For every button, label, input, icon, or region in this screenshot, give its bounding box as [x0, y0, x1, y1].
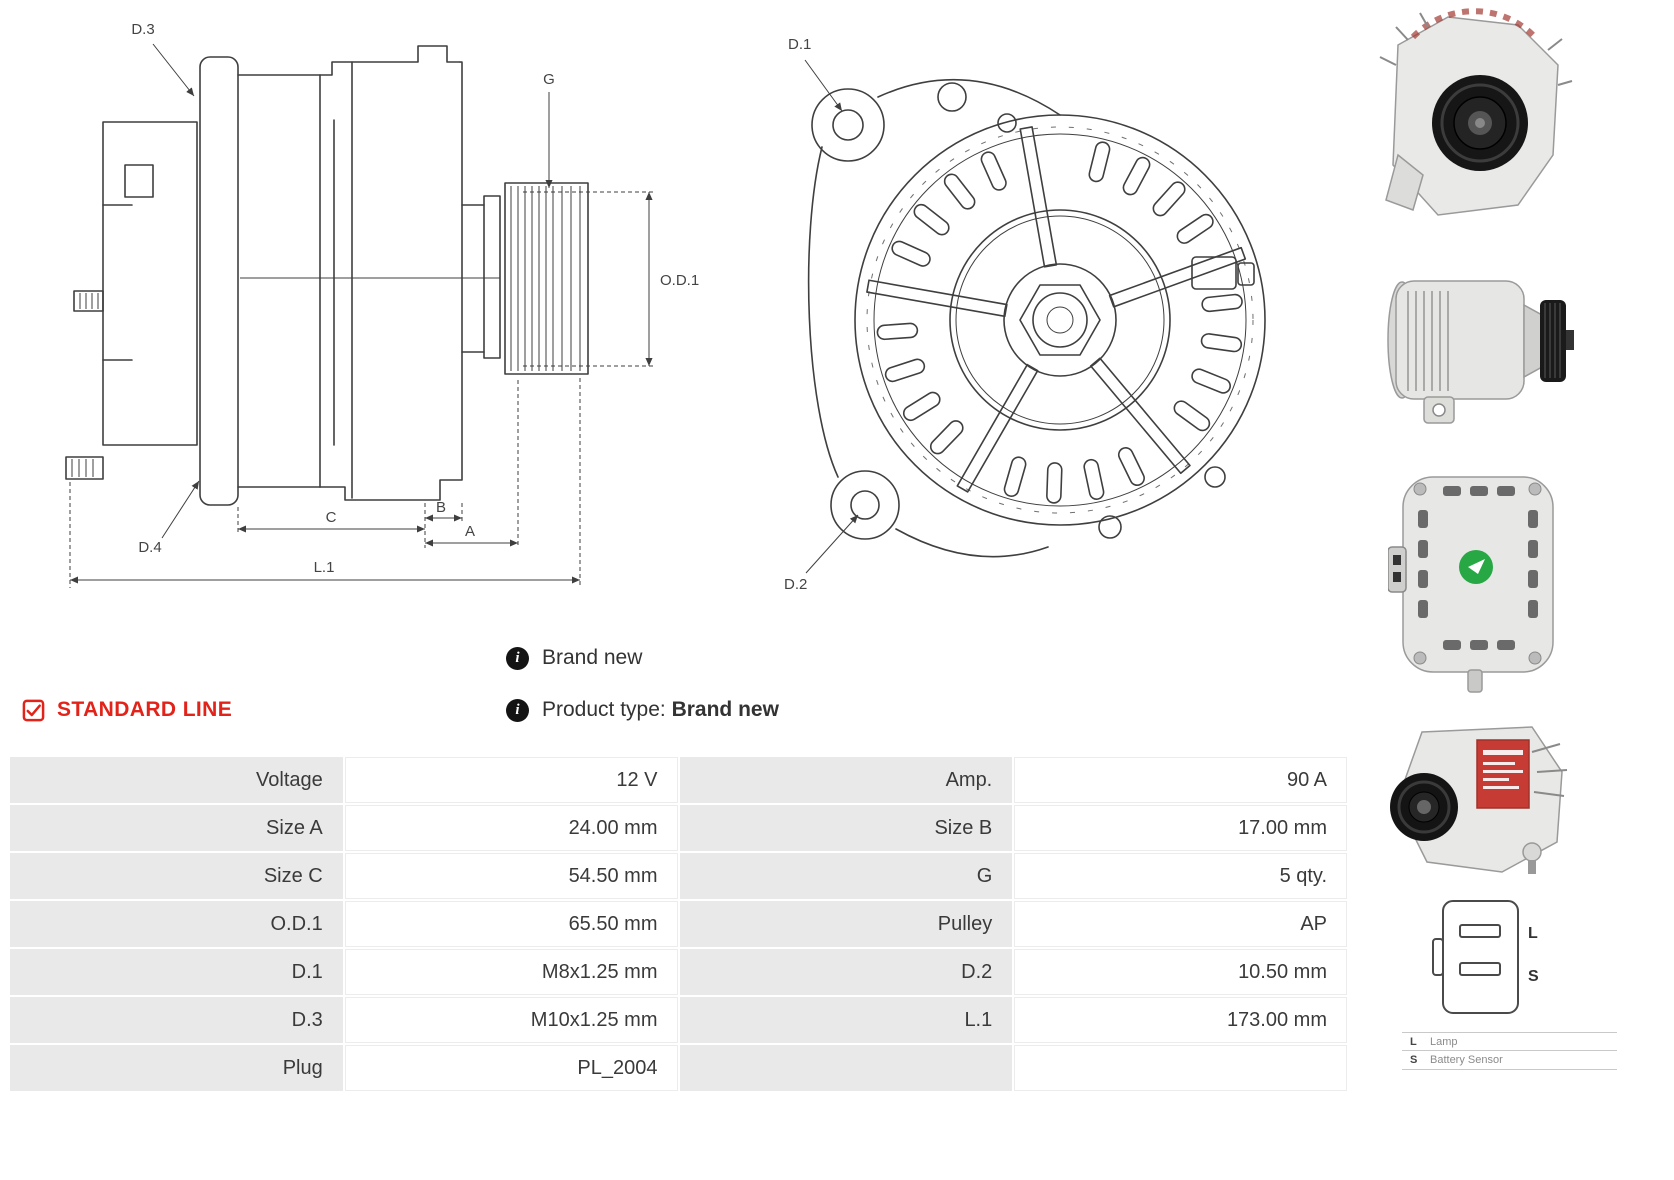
spec-value: 17.00 mm: [1014, 805, 1347, 851]
info-icon: i: [506, 646, 529, 670]
spec-value: 90 A: [1014, 757, 1347, 803]
product-photo-front-angle: [1379, 8, 1573, 216]
dim-label-l1: L.1: [314, 559, 335, 576]
spec-label: Size C: [10, 853, 343, 899]
product-photo-label-angle: [1390, 726, 1568, 874]
plug-legend-desc-lamp: Lamp: [1430, 1035, 1458, 1048]
dim-label-c: C: [326, 509, 337, 526]
info-icon: i: [506, 698, 529, 722]
dim-label-d2: D.2: [784, 576, 807, 593]
spec-label: L.1: [679, 997, 1013, 1043]
spec-value: AP: [1014, 901, 1347, 947]
dim-label-d1: D.1: [788, 36, 811, 53]
spec-label: G: [679, 853, 1013, 899]
spec-label: D.1: [10, 949, 343, 995]
spec-label: [679, 1045, 1013, 1091]
spec-label: Plug: [10, 1045, 343, 1091]
condition-text: Brand new: [542, 646, 643, 669]
dim-label-b: B: [436, 499, 446, 516]
plug-pin-l-label: L: [1528, 925, 1538, 942]
plug-legend-key-l: L: [1410, 1035, 1417, 1048]
plug-legend: L Lamp S Battery Sensor: [1402, 1032, 1617, 1070]
spec-label: Voltage: [10, 757, 343, 803]
product-photo-rear: [1388, 476, 1554, 693]
spec-value: PL_2004: [344, 1045, 678, 1091]
spec-value: [1014, 1045, 1347, 1091]
spec-value: 10.50 mm: [1014, 949, 1347, 995]
spec-value: 65.50 mm: [344, 901, 678, 947]
side-view-diagram: O.D.1 G D.3 D.4 C B A L.1: [65, 21, 699, 588]
plug-legend-key-s: S: [1410, 1054, 1418, 1066]
plug-pin-s-label: S: [1528, 968, 1539, 985]
dim-label-od1: O.D.1: [660, 272, 699, 289]
spec-table: Voltage 12 V Amp. 90 A Size A 24.00 mm S…: [10, 757, 1347, 1091]
standard-line-text: STANDARD LINE: [57, 698, 233, 721]
spec-label: Amp.: [679, 757, 1013, 803]
checked-checkbox-icon: [22, 699, 45, 721]
spec-label: D.2: [679, 949, 1013, 995]
spec-label: Size A: [10, 805, 343, 851]
plug-legend-row: L Lamp: [1402, 1032, 1617, 1051]
spec-label: D.3: [10, 997, 343, 1043]
plug-diagram: L S: [1432, 900, 1539, 1014]
product-type-label: Product type:: [542, 698, 666, 721]
front-view-diagram: D.1 D.2: [784, 36, 1266, 593]
spec-value: 5 qty.: [1014, 853, 1347, 899]
dim-label-a: A: [465, 523, 475, 540]
spec-value: 54.50 mm: [344, 853, 678, 899]
plug-legend-desc-battery-sensor: Battery Sensor: [1430, 1054, 1503, 1066]
dim-label-d3: D.3: [131, 21, 154, 38]
spec-value: M10x1.25 mm: [344, 997, 678, 1043]
spec-label: Pulley: [679, 901, 1013, 947]
spec-label: Size B: [679, 805, 1013, 851]
spec-value: 24.00 mm: [344, 805, 678, 851]
product-type-value: Brand new: [671, 698, 779, 721]
spec-value: 173.00 mm: [1014, 997, 1347, 1043]
product-type-line: i Product type: Brand new: [506, 698, 779, 722]
product-photo-side: [1387, 280, 1574, 424]
spec-value: 12 V: [344, 757, 678, 803]
condition-line: i Brand new: [506, 646, 642, 670]
spec-value: M8x1.25 mm: [344, 949, 678, 995]
spec-label: O.D.1: [10, 901, 343, 947]
dim-label-g: G: [543, 71, 555, 88]
standard-line-badge: STANDARD LINE: [22, 698, 232, 722]
dim-label-d4: D.4: [138, 539, 161, 556]
plug-legend-row: S Battery Sensor: [1402, 1051, 1617, 1070]
